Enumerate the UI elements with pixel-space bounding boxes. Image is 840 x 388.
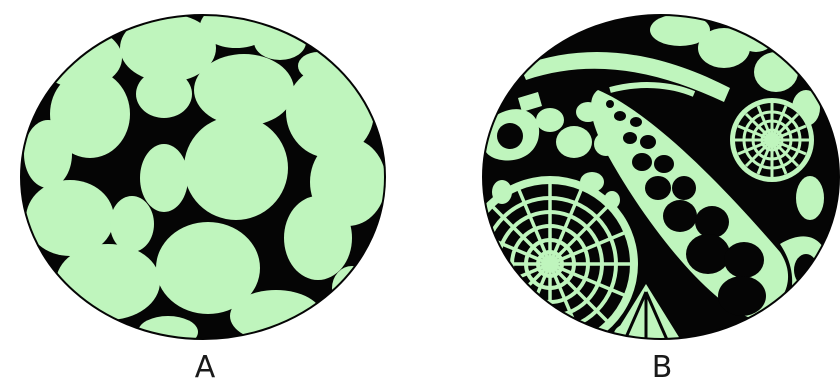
grain: [754, 52, 798, 92]
grain: [332, 266, 372, 310]
panel-label-a: A: [195, 350, 216, 385]
grain: [284, 196, 352, 280]
grain: [194, 54, 294, 126]
panel-label-b: B: [652, 350, 673, 385]
grain: [536, 108, 564, 132]
grain: [796, 176, 824, 220]
grain: [556, 126, 592, 158]
grain: [56, 244, 160, 320]
grain: [140, 144, 188, 212]
grain: [580, 172, 604, 192]
grain: [184, 116, 288, 220]
panel-a-circle: [18, 12, 388, 342]
radial-fossil-top-right: [730, 98, 814, 182]
grain: [136, 70, 192, 118]
grain: [110, 196, 154, 252]
grain: [604, 191, 620, 209]
grain: [24, 120, 72, 188]
grain: [492, 180, 512, 204]
panel-b-circle: [480, 12, 840, 342]
